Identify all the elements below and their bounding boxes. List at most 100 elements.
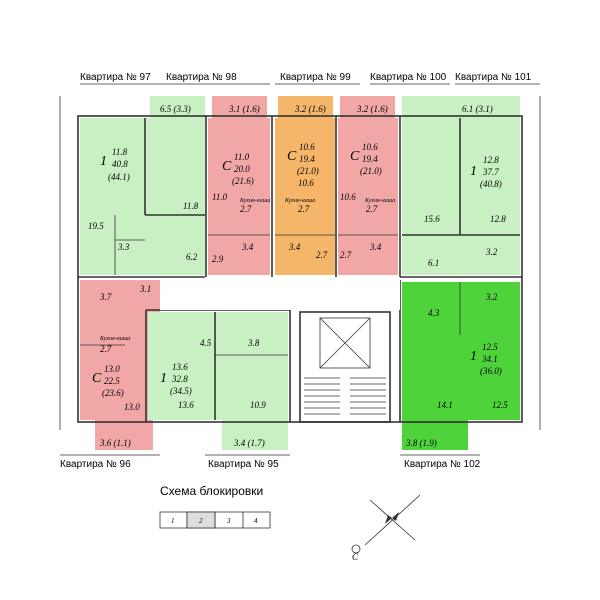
apartment-102-living: 12.5 <box>482 342 498 352</box>
apartment-100-label: Квартира № 100 <box>370 72 447 83</box>
apartment-95-type: 1 <box>160 371 167 386</box>
apartment-98-room-2: 2.7 <box>240 204 252 214</box>
apartment-100[interactable] <box>338 96 398 275</box>
apartment-99-type: С <box>287 149 297 164</box>
apartment-99-fill <box>275 118 335 275</box>
apartment-100-living: 10.6 <box>362 142 378 152</box>
apartment-96-room-4: 13.0 <box>124 402 140 412</box>
apartment-95-room-1: 4.5 <box>200 338 212 348</box>
kitchen-niche-99: Кухня-ниша <box>284 198 315 204</box>
apartment-98-fill <box>208 118 270 275</box>
apartment-100-fill <box>338 118 398 275</box>
compass-icon: С <box>351 494 421 562</box>
apartment-95-label: Квартира № 95 <box>208 459 279 470</box>
apartment-97-living: 11.8 <box>112 147 128 157</box>
apartment-98-living: 11.0 <box>234 152 250 162</box>
apartment-97-balcony-area: 6.5 (3.3) <box>160 104 191 114</box>
apartment-102-full: (36.0) <box>480 366 502 376</box>
block-cell-2: 2 <box>199 517 203 525</box>
apartment-102-balcony <box>402 420 468 450</box>
apartment-95-room-3: 13.6 <box>178 400 194 410</box>
apartment-96-balcony-area: 3.6 (1.1) <box>99 438 131 448</box>
apartment-97-label: Квартира № 97 <box>80 72 151 83</box>
apartment-98-type: С <box>222 159 232 174</box>
stair-core <box>299 311 391 423</box>
apartment-98-balcony-area: 3.1 (1.6) <box>228 104 260 114</box>
apartment-102-type: 1 <box>470 349 477 364</box>
apartment-95-total: 32.8 <box>171 374 188 384</box>
apartment-101-room-1: 15.6 <box>424 214 440 224</box>
apartment-102[interactable] <box>402 282 520 450</box>
apartment-101-total: 37.7 <box>482 167 499 177</box>
apartment-95-balcony-area: 3.4 (1.7) <box>233 438 265 448</box>
apartment-95[interactable] <box>148 312 288 450</box>
apartment-101[interactable] <box>402 96 520 275</box>
apartment-98-room-4: 2.9 <box>212 254 224 264</box>
apartment-101-type: 1 <box>470 164 477 179</box>
apartment-102-room-3: 14.1 <box>437 400 453 410</box>
apartment-100-full: (21.0) <box>360 166 382 176</box>
apartment-102-room-4: 12.5 <box>492 400 508 410</box>
apartment-99-full: (21.0) <box>297 166 319 176</box>
apartment-99-label: Квартира № 99 <box>280 72 351 83</box>
apartment-99-room-4: 2.7 <box>316 250 328 260</box>
apartment-97-room-3: 3.3 <box>117 242 130 252</box>
apartment-102-room-2: 3.2 <box>485 292 498 302</box>
apartment-96-room-3: 2.7 <box>100 344 112 354</box>
apartment-96-full: (23.6) <box>102 388 124 398</box>
block-cell-3: 3 <box>226 517 231 525</box>
apartment-99-room-2: 2.7 <box>298 204 310 214</box>
kitchen-niche-98: Кухня-ниша <box>239 198 270 204</box>
apartment-99-room-3: 3.4 <box>288 242 301 252</box>
apartment-95-living: 13.6 <box>172 362 188 372</box>
compass-north-letter: С <box>352 552 359 562</box>
apartment-98-room-1: 11.0 <box>212 192 228 202</box>
apartment-100-balcony-area: 3.2 (1.6) <box>356 104 388 114</box>
apartment-100-room-4: 2.7 <box>340 250 352 260</box>
apartment-101-label: Квартира № 101 <box>455 72 532 83</box>
block-scheme-title: Схема блокировки <box>160 484 263 498</box>
apartment-101-room-3: 6.1 <box>428 258 439 268</box>
apartment-99-total: 19.4 <box>299 154 315 164</box>
kitchen-niche-96: Кухня-ниша <box>99 336 130 342</box>
block-cell-1: 1 <box>171 517 175 525</box>
apartment-100-room-1: 10.6 <box>340 192 356 202</box>
apartment-100-room-3: 3.4 <box>369 242 382 252</box>
apartment-101-full: (40.8) <box>480 179 502 189</box>
apartment-99-living: 10.6 <box>299 142 315 152</box>
apartment-97-fill <box>80 118 205 275</box>
apartment-95-room-4: 10.9 <box>250 400 266 410</box>
apartment-95-room-2: 3.8 <box>247 338 260 348</box>
apartment-97-room-2: 19.5 <box>88 221 104 231</box>
kitchen-niche-100: Кухня-ниша <box>364 198 395 204</box>
apartment-99-room-1: 10.6 <box>298 178 314 188</box>
apartment-101-room-2: 12.8 <box>490 214 506 224</box>
apartment-99-balcony-area: 3.2 (1.6) <box>294 104 326 114</box>
apartment-101-room-4: 3.2 <box>485 247 498 257</box>
apartment-102-total: 34.1 <box>481 354 498 364</box>
apartment-96-label: Квартира № 96 <box>60 459 131 470</box>
apartment-97[interactable] <box>80 96 205 275</box>
apartment-102-fill <box>402 282 520 420</box>
apartment-102-label: Квартира № 102 <box>404 459 481 470</box>
block-scheme: 1 2 3 4 <box>159 511 271 529</box>
apartment-98-label: Квартира № 98 <box>166 72 237 83</box>
apartment-96-room-2: 3.1 <box>139 284 151 294</box>
apartment-97-room-1: 11.8 <box>183 201 199 211</box>
apartment-101-living: 12.8 <box>483 155 499 165</box>
apartment-102-room-1: 4.3 <box>428 308 440 318</box>
apartment-95-balcony <box>222 420 288 450</box>
apartment-98-total: 20.0 <box>234 164 250 174</box>
apartment-97-type: 1 <box>100 154 107 169</box>
apartment-96-living: 13.0 <box>104 364 120 374</box>
apartment-96-room-1: 3.7 <box>99 292 112 302</box>
apartment-95-full: (34.5) <box>170 386 192 396</box>
apartment-97-room-4: 6.2 <box>186 252 198 262</box>
apartment-96-total: 22.5 <box>104 376 120 386</box>
apartment-101-balcony-area: 6.1 (3.1) <box>462 104 493 114</box>
apartment-101-fill <box>402 118 520 275</box>
apartment-100-type: С <box>350 149 360 164</box>
apartment-95-fill <box>148 312 288 420</box>
apartment-98-room-3: 3.4 <box>241 242 254 252</box>
